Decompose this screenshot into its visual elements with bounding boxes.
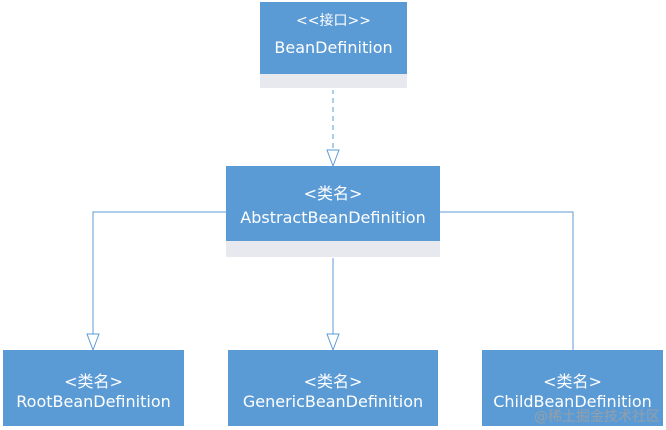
- edge-child-to-abstract: [440, 211, 574, 350]
- node-stereotype-class: <类名>: [303, 372, 363, 391]
- edge-root-to-abstract: [92, 211, 226, 350]
- node-bean-definition: <<接口>> BeanDefinition: [260, 2, 407, 74]
- node-title: GenericBeanDefinition: [242, 392, 424, 411]
- hollow-arrowhead-generic: [326, 333, 340, 352]
- node-root-bean-definition: <类名> RootBeanDefinition: [3, 350, 184, 426]
- hollow-arrowhead-root: [86, 333, 100, 352]
- node-title: ChildBeanDefinition: [493, 392, 652, 411]
- node-shadow-bean-definition: [260, 74, 407, 88]
- hollow-arrowhead-bean: [326, 149, 340, 168]
- node-title: AbstractBeanDefinition: [240, 208, 426, 227]
- node-abstract-bean-definition: <类名> AbstractBeanDefinition: [226, 166, 440, 241]
- node-generic-bean-definition: <类名> GenericBeanDefinition: [228, 350, 438, 426]
- node-stereotype-interface: <<接口>>: [296, 13, 371, 29]
- node-stereotype-class: <类名>: [64, 372, 123, 391]
- node-shadow-abstract-bean-definition: [226, 241, 440, 257]
- watermark-text: @稀土掘金技术社区: [534, 409, 660, 425]
- node-stereotype-class: <类名>: [303, 184, 363, 203]
- node-title: BeanDefinition: [274, 38, 393, 57]
- node-title: RootBeanDefinition: [16, 392, 171, 411]
- node-stereotype-class: <类名>: [543, 372, 602, 391]
- node-child-bean-definition: <类名> ChildBeanDefinition: [482, 350, 663, 426]
